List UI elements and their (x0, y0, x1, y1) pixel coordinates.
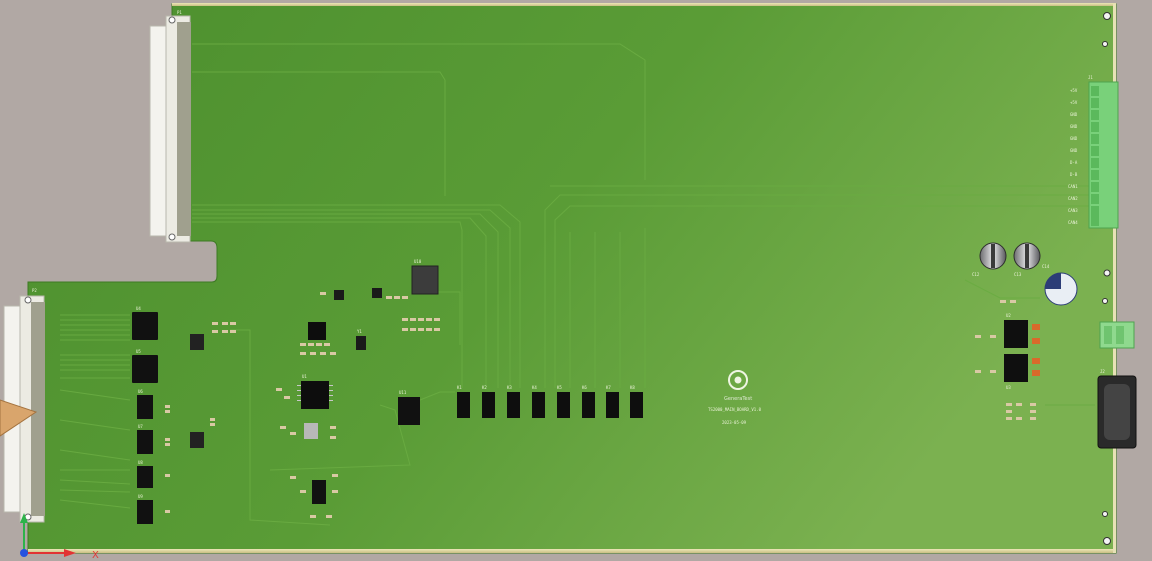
passive-components-right (975, 300, 1036, 420)
reg-u2-label: U2 (1006, 313, 1011, 318)
lower-connector-ref: P2 (32, 288, 37, 293)
relay-k6-label: K6 (582, 385, 587, 390)
ic-u10-label: U10 (414, 259, 422, 264)
small-side-connector[interactable] (1099, 321, 1135, 349)
cap-c12-label: C12 (972, 272, 980, 277)
relay-k4-label: K4 (532, 385, 537, 390)
left-ic-group[interactable]: U4 U5 U6 U7 U8 U9 (132, 306, 204, 524)
terminal-pin-10: CAN2 (1068, 196, 1078, 201)
terminal-pin-5: GND (1070, 136, 1078, 141)
ic-u7-label: U7 (138, 424, 143, 429)
cap-c13-label: C13 (1014, 272, 1022, 277)
terminal-pin-8: D-B (1070, 172, 1078, 177)
upper-edge-connector[interactable]: P1 (149, 10, 191, 243)
cap-c14-label: C14 (1042, 264, 1050, 269)
date-code-text: 2023-05-09 (722, 420, 747, 425)
copper-traces (59, 43, 1095, 526)
axis-triad: X (20, 513, 99, 561)
db9-ref: J2 (1100, 369, 1105, 374)
db9-connector[interactable]: J2 (1097, 369, 1137, 449)
electrolytic-capacitors[interactable]: C12 C13 C14 (972, 242, 1078, 306)
mcu-label: U1 (302, 374, 307, 379)
board-logo: GeneraTest TS2000_MAIN_BOARD_V1.0 2023-0… (708, 370, 762, 425)
terminal-pin-2: +5V (1070, 100, 1078, 105)
terminal-pin-4: GND (1070, 124, 1078, 129)
cursor-pointer-icon (0, 399, 38, 437)
axis-x-label: X (92, 550, 99, 561)
upper-connector-ref: P1 (177, 10, 182, 15)
terminal-ref: J1 (1088, 75, 1093, 80)
passive-components-mid (276, 292, 440, 518)
reg-u3-label: U3 (1006, 385, 1011, 390)
logo-text: GeneraTest (724, 396, 752, 402)
relay-k2-label: K2 (482, 385, 487, 390)
part-number-text: TS2000_MAIN_BOARD_V1.0 (708, 407, 762, 412)
terminal-pin-11: CAN3 (1068, 208, 1078, 213)
relay-k5-label: K5 (557, 385, 562, 390)
crystal-label: Y1 (357, 329, 362, 334)
pcb-board (27, 3, 1117, 554)
ic-u11-label: U11 (399, 390, 407, 395)
terminal-pin-3: GND (1070, 112, 1078, 117)
terminal-pin-9: CAN1 (1068, 184, 1078, 189)
mcu-area[interactable]: U1 U10 U11 Y1 (297, 259, 439, 504)
passive-components-left (165, 322, 236, 513)
terminal-pin-6: GND (1070, 148, 1078, 153)
ic-u5-label: U5 (136, 349, 141, 354)
relay-k1-label: K1 (457, 385, 462, 390)
terminal-block[interactable]: +5V +5V GND GND GND GND D-A D-B CAN1 CAN… (1068, 75, 1119, 229)
relay-k3-label: K3 (507, 385, 512, 390)
relay-k7-label: K7 (606, 385, 611, 390)
relay-k8-label: K8 (630, 385, 635, 390)
ic-u8-label: U8 (138, 460, 143, 465)
ic-u4-label: U4 (136, 306, 141, 311)
terminal-pin-12: CAN4 (1068, 220, 1078, 225)
terminal-pin-1: +5V (1070, 88, 1078, 93)
ic-u9-label: U9 (138, 494, 143, 499)
ic-u6-label: U6 (138, 389, 143, 394)
terminal-pin-7: D-A (1070, 160, 1078, 165)
power-regulators[interactable]: U2 U3 (1004, 313, 1040, 390)
relay-row[interactable]: K1 K2 K3 K4 K5 K6 K7 K8 (457, 385, 643, 418)
